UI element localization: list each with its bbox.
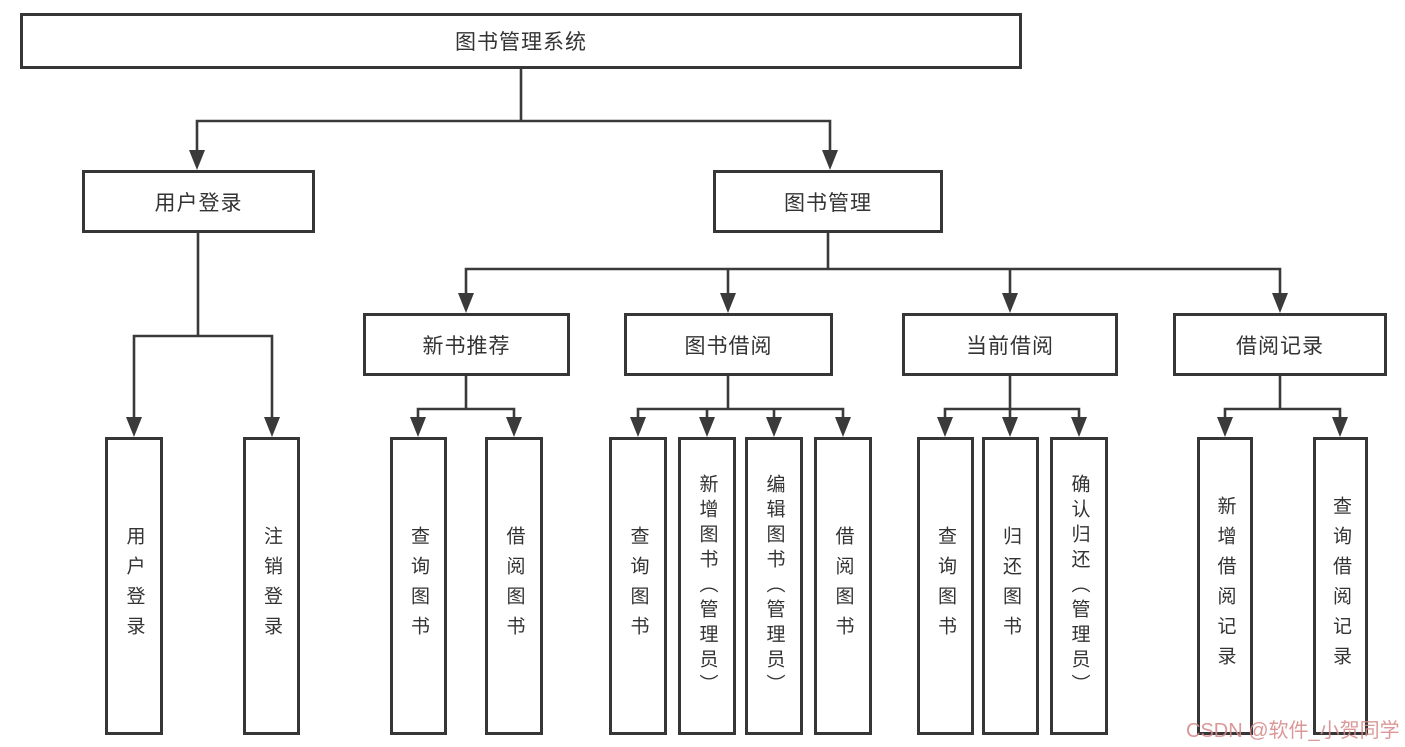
- branch-borrow-records: 借阅记录: [1173, 313, 1387, 376]
- leaf-query-borrow-record-label: 查询借阅记录: [1330, 496, 1351, 676]
- branch-new-book-recommend: 新书推荐: [363, 313, 570, 376]
- leaf-logout: 注销登录: [243, 437, 300, 735]
- branch-current-borrowing: 当前借阅: [902, 313, 1118, 376]
- leaf-query-books-recommend-label: 查询图书: [408, 526, 429, 646]
- leaf-confirm-return-admin-label: 确认归还（管理员）: [1068, 473, 1090, 699]
- leaf-return-book: 归还图书: [982, 437, 1039, 735]
- leaf-borrow-books-recommend-label: 借阅图书: [503, 526, 525, 646]
- leaf-edit-book-admin-label: 编辑图书（管理员）: [763, 473, 785, 699]
- root-node: 图书管理系统: [20, 13, 1022, 69]
- branch-book-borrowing: 图书借阅: [624, 313, 833, 376]
- leaf-logout-label: 注销登录: [261, 526, 282, 646]
- csdn-watermark: CSDN @软件_小贺同学: [1186, 720, 1400, 742]
- leaf-user-login-label: 用户登录: [123, 526, 145, 646]
- branch-book-management-label: 图书管理: [784, 191, 872, 215]
- branch-book-borrowing-label: 图书借阅: [684, 334, 773, 358]
- branch-new-book-recommend-label: 新书推荐: [422, 334, 511, 358]
- leaf-add-borrow-record: 新增借阅记录: [1197, 437, 1253, 735]
- leaf-query-books-borrowing-label: 查询图书: [627, 526, 649, 646]
- branch-book-management: 图书管理: [713, 170, 943, 233]
- root-node-label: 图书管理系统: [455, 31, 587, 54]
- leaf-add-borrow-record-label: 新增借阅记录: [1214, 496, 1236, 676]
- leaf-user-login: 用户登录: [105, 437, 163, 735]
- branch-user-login: 用户登录: [82, 170, 315, 233]
- leaf-query-borrow-record: 查询借阅记录: [1313, 437, 1368, 735]
- leaf-borrow-books-borrowing: 借阅图书: [814, 437, 872, 735]
- branch-user-login-label: 用户登录: [154, 191, 243, 215]
- leaf-add-book-admin-label: 新增图书（管理员）: [696, 473, 718, 699]
- leaf-edit-book-admin: 编辑图书（管理员）: [745, 437, 803, 735]
- leaf-query-books-recommend: 查询图书: [390, 437, 447, 735]
- leaf-query-books-current-label: 查询图书: [935, 526, 956, 646]
- leaf-confirm-return-admin: 确认归还（管理员）: [1050, 437, 1108, 735]
- branch-current-borrowing-label: 当前借阅: [966, 334, 1054, 358]
- leaf-return-book-label: 归还图书: [1000, 526, 1021, 646]
- branch-borrow-records-label: 借阅记录: [1236, 334, 1324, 358]
- leaf-borrow-books-borrowing-label: 借阅图书: [832, 526, 854, 646]
- leaf-query-books-current: 查询图书: [917, 437, 974, 735]
- leaf-add-book-admin: 新增图书（管理员）: [678, 437, 736, 735]
- leaf-borrow-books-recommend: 借阅图书: [485, 437, 543, 735]
- leaf-query-books-borrowing: 查询图书: [609, 437, 667, 735]
